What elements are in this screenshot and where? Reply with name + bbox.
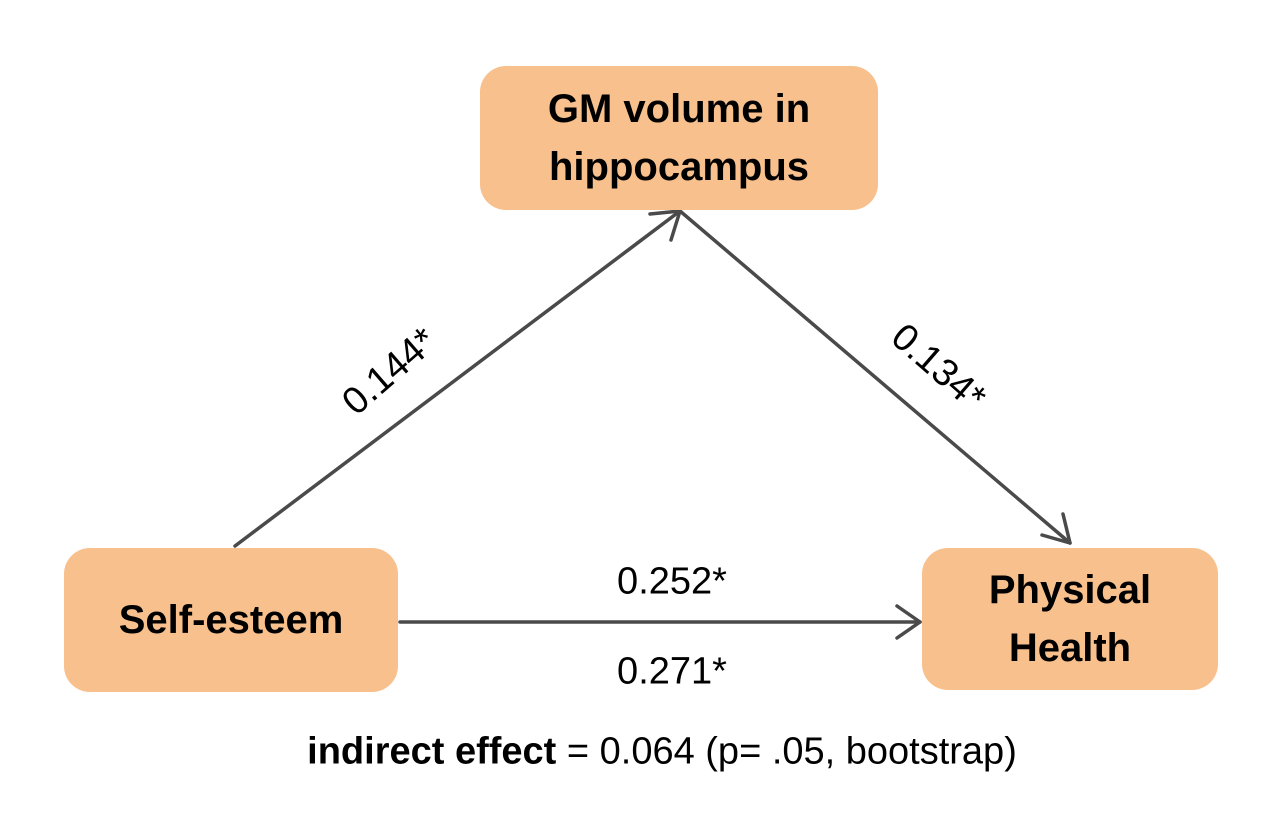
node-physical-health-label: Physical Health <box>988 568 1152 670</box>
node-gm-volume-label: GM volume in hippocampus <box>547 87 811 189</box>
indirect-effect-value: = 0.064 (p= .05, bootstrap) <box>556 730 1017 773</box>
arrow-gm-to-health <box>678 209 1072 545</box>
node-gm-volume-hippocampus: GM volume in hippocampus <box>480 66 878 210</box>
indirect-effect-note: indirect effect = 0.064 (p= .05, bootstr… <box>307 731 1017 774</box>
indirect-effect-label: indirect effect <box>307 730 557 773</box>
path-c-total-coefficient: 0.252* <box>617 560 727 603</box>
arrow-selfesteem-to-gm <box>233 209 682 548</box>
node-physical-health: Physical Health <box>922 548 1218 690</box>
node-self-esteem-label: Self-esteem <box>118 598 344 642</box>
arrow-selfesteem-to-health <box>398 604 922 640</box>
path-c-direct-coefficient: 0.271* <box>617 650 727 693</box>
node-self-esteem: Self-esteem <box>64 548 398 692</box>
